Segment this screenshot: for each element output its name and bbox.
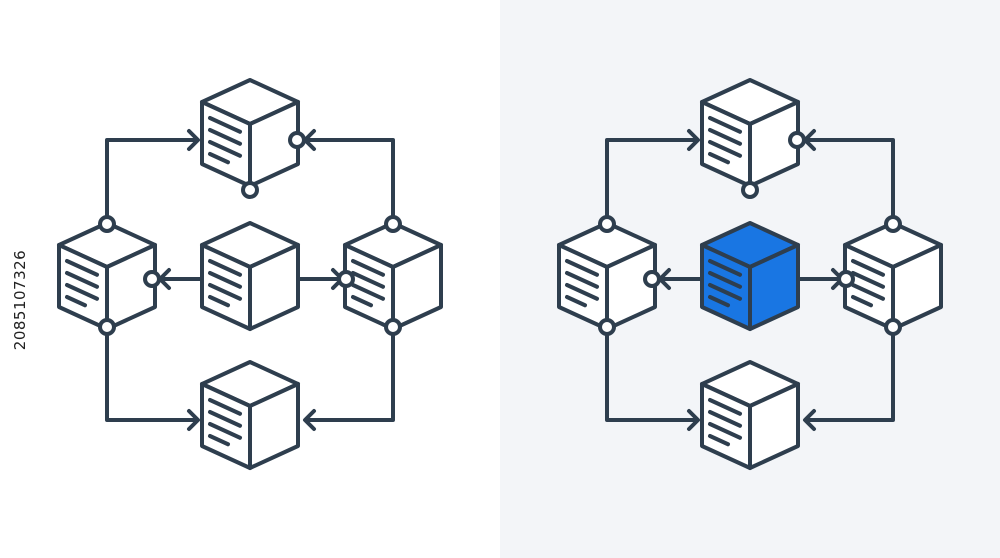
- block-cube-center: [700, 221, 800, 331]
- connector-line: [105, 327, 198, 422]
- connector-node: [884, 215, 902, 233]
- connector-node: [98, 215, 116, 233]
- diagram-panel-highlighted: [500, 0, 1000, 558]
- block-cube-top: [700, 78, 800, 188]
- connector-node: [788, 131, 806, 149]
- document-lines-icon: [208, 116, 242, 165]
- document-lines-icon: [708, 116, 742, 165]
- block-cube-top: [200, 78, 300, 188]
- document-lines-icon: [708, 398, 742, 447]
- block-cube-right: [343, 221, 443, 331]
- connector-node: [384, 318, 402, 336]
- diagram-panel-plain: [57, 78, 443, 470]
- arrow-right-icon: [687, 129, 700, 151]
- connector-node: [598, 318, 616, 336]
- connector-node: [741, 181, 759, 199]
- connector-line: [805, 138, 895, 224]
- block-cube-left: [57, 221, 157, 331]
- connector-line: [605, 327, 698, 422]
- arrow-left-icon: [803, 409, 816, 431]
- document-lines-icon: [565, 259, 599, 308]
- document-lines-icon: [851, 259, 885, 308]
- block-cube-right: [843, 221, 943, 331]
- connector-line: [305, 138, 395, 224]
- document-lines-icon: [708, 259, 742, 308]
- arrow-left-icon: [303, 409, 316, 431]
- document-lines-icon: [351, 259, 385, 308]
- connector-node: [384, 215, 402, 233]
- connector-line: [805, 327, 895, 422]
- block-cube-bottom: [700, 360, 800, 470]
- arrow-right-icon: [187, 409, 200, 431]
- connector-node: [337, 270, 355, 288]
- connector-line: [305, 327, 395, 422]
- connector-node: [598, 215, 616, 233]
- connector-node: [241, 181, 259, 199]
- network-diagram-plain: [57, 78, 443, 470]
- connector-node: [837, 270, 855, 288]
- arrow-right-icon: [687, 409, 700, 431]
- network-diagram-highlighted: [557, 78, 943, 470]
- document-lines-icon: [208, 398, 242, 447]
- document-lines-icon: [208, 259, 242, 308]
- connector-node: [643, 270, 661, 288]
- block-cube-bottom: [200, 360, 300, 470]
- document-lines-icon: [65, 259, 99, 308]
- block-cube-center: [200, 221, 300, 331]
- block-cube-left: [557, 221, 657, 331]
- connector-node: [143, 270, 161, 288]
- arrow-right-icon: [187, 129, 200, 151]
- stock-id-label: 2085107326: [11, 249, 29, 351]
- connector-node: [884, 318, 902, 336]
- connector-node: [98, 318, 116, 336]
- connector-line: [105, 138, 198, 224]
- connector-node: [288, 131, 306, 149]
- connector-line: [605, 138, 698, 224]
